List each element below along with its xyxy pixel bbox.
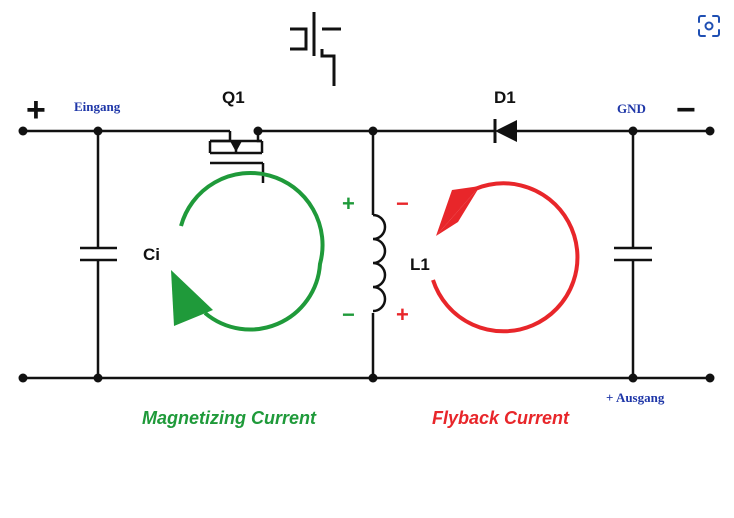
flyback-current-loop: [431, 181, 580, 334]
d1-label: D1: [494, 88, 516, 107]
l1-polarity-left-bottom: −: [342, 302, 355, 327]
capacitor-output: [614, 246, 652, 262]
mosfet-arrow: [230, 141, 242, 152]
l1-label: L1: [410, 255, 430, 274]
diode-d1: [493, 119, 517, 143]
eingang-label: Eingang: [74, 99, 121, 114]
gnd-label: GND: [617, 101, 646, 116]
ci-label: Ci: [143, 245, 160, 264]
q1-label: Q1: [222, 88, 245, 107]
magnetizing-current-loop: [171, 170, 325, 332]
ausgang-label: + Ausgang: [606, 390, 665, 405]
input-plus-label: +: [26, 91, 46, 129]
circuit-wires: [23, 129, 710, 380]
l1-polarity-right-bottom: +: [396, 302, 409, 327]
scan-icon: [698, 15, 720, 37]
output-minus-label: −: [676, 91, 696, 129]
capacitor-ci: [80, 246, 117, 262]
l1-polarity-right-top: −: [396, 191, 409, 216]
scan-button[interactable]: [694, 11, 724, 41]
flyback-current-label: Flyback Current: [432, 408, 570, 428]
mosfet-symbol-icon: [290, 12, 341, 86]
inductor-l1: [372, 213, 387, 313]
junction-dots: [18, 126, 715, 383]
l1-polarity-left-top: +: [342, 191, 355, 216]
magnetizing-current-label: Magnetizing Current: [142, 408, 317, 428]
